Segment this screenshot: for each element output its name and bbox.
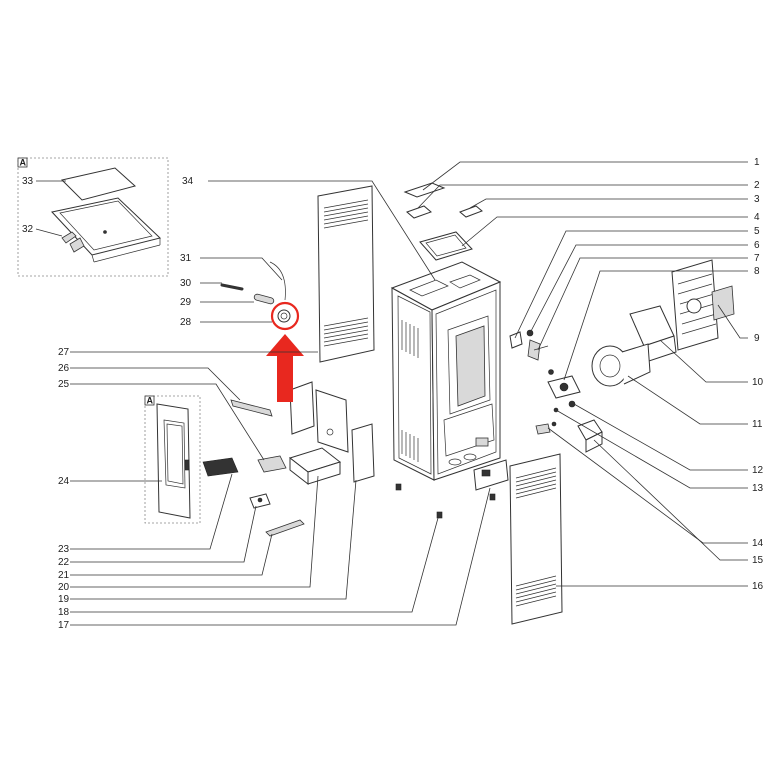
part-21-tool bbox=[265, 519, 305, 537]
callout-labels: 1 2 3 4 5 6 7 8 9 10 11 12 13 14 15 16 1… bbox=[22, 157, 764, 631]
top-frame bbox=[51, 197, 162, 256]
callout-11: 11 bbox=[752, 419, 763, 430]
callout-6: 6 bbox=[754, 240, 760, 251]
callout-20: 20 bbox=[58, 582, 70, 593]
callout-23: 23 bbox=[58, 544, 70, 555]
highlight-arrow bbox=[266, 334, 304, 402]
left-side-panel bbox=[317, 185, 375, 363]
callout-4: 4 bbox=[754, 212, 760, 223]
callout-32: 32 bbox=[22, 224, 34, 235]
hinge-part bbox=[61, 231, 77, 244]
callout-24: 24 bbox=[58, 476, 70, 487]
callout-17: 17 bbox=[58, 620, 70, 631]
part-26 bbox=[230, 399, 273, 417]
part-31-wire bbox=[269, 261, 286, 301]
callout-30: 30 bbox=[180, 278, 192, 289]
callout-19: 19 bbox=[58, 594, 70, 605]
leader-lines bbox=[35, 161, 748, 626]
part-2 bbox=[406, 205, 432, 219]
stove-body bbox=[390, 261, 502, 481]
door-part bbox=[156, 403, 191, 519]
part-27-back bbox=[315, 389, 349, 453]
part-30 bbox=[220, 283, 244, 291]
callout-10: 10 bbox=[752, 377, 764, 388]
callout-28: 28 bbox=[180, 317, 192, 328]
part-17-board bbox=[473, 459, 509, 491]
part-4-gasket bbox=[419, 231, 473, 261]
part-27-panel bbox=[289, 381, 315, 435]
callout-13: 13 bbox=[752, 483, 764, 494]
callout-9: 9 bbox=[754, 333, 760, 344]
part-9-gasket bbox=[711, 285, 735, 321]
part-1 bbox=[403, 182, 446, 198]
callout-31: 31 bbox=[180, 253, 192, 264]
callout-25: 25 bbox=[58, 379, 70, 390]
detail-box-top: A bbox=[17, 158, 169, 277]
part-18-plate bbox=[351, 423, 375, 483]
part-25-basket bbox=[257, 455, 287, 473]
detail-box-top-label: A bbox=[20, 158, 27, 168]
callout-34: 34 bbox=[182, 176, 194, 187]
part-24-grate bbox=[202, 457, 239, 477]
callout-2: 2 bbox=[754, 180, 760, 191]
top-glass-panel bbox=[61, 167, 137, 201]
detail-box-door: A bbox=[144, 396, 201, 524]
detail-box-door-label: A bbox=[147, 396, 154, 406]
callout-16: 16 bbox=[752, 581, 764, 592]
part-14 bbox=[535, 423, 551, 435]
callout-7: 7 bbox=[754, 253, 760, 264]
callout-26: 26 bbox=[58, 363, 70, 374]
callout-27: 27 bbox=[58, 347, 70, 358]
callout-29: 29 bbox=[180, 297, 192, 308]
callout-14: 14 bbox=[752, 538, 764, 549]
callout-12: 12 bbox=[752, 465, 764, 476]
callout-5: 5 bbox=[754, 226, 760, 237]
part-5 bbox=[509, 331, 523, 349]
callout-33: 33 bbox=[22, 176, 34, 187]
callout-22: 22 bbox=[58, 557, 70, 568]
right-side-panel bbox=[509, 453, 563, 625]
part-28 bbox=[277, 309, 291, 323]
callout-21: 21 bbox=[58, 570, 70, 581]
callout-15: 15 bbox=[752, 555, 764, 566]
part-29 bbox=[253, 293, 275, 305]
bolt bbox=[395, 483, 496, 519]
callout-8: 8 bbox=[754, 266, 760, 277]
callout-1: 1 bbox=[754, 157, 760, 168]
highlight-circle bbox=[270, 301, 300, 331]
callout-18: 18 bbox=[58, 607, 70, 618]
callout-3: 3 bbox=[754, 194, 760, 205]
